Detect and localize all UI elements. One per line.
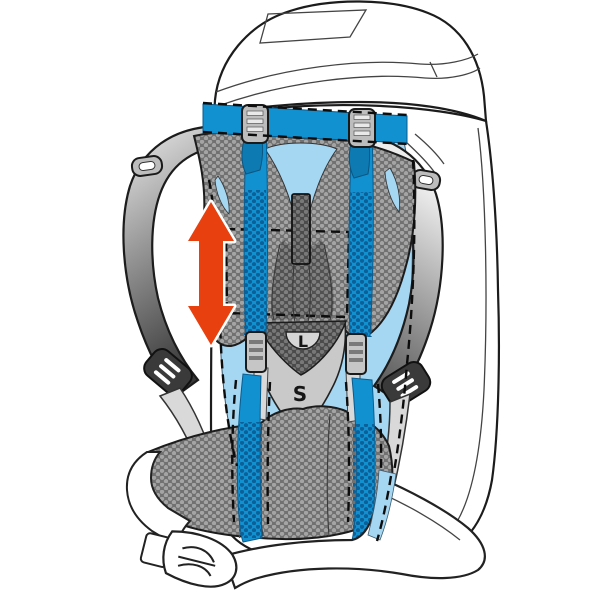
- panel-edge-dashed-right: [387, 159, 416, 501]
- strap-mesh-overlay: [239, 422, 262, 538]
- strap-mesh-overlay: [350, 192, 372, 337]
- strap-mesh-overlay: [244, 190, 266, 335]
- lid-top-panel-seam: [259, 9, 368, 44]
- strap-slot: [396, 378, 414, 391]
- buckle-ridge: [353, 130, 371, 136]
- panel-gap-teardrop-left: [214, 175, 230, 215]
- strap-slot: [159, 364, 176, 379]
- adjuster-ridge: [349, 358, 363, 362]
- strap-slot: [164, 358, 181, 373]
- adjuster-ridge: [249, 348, 263, 352]
- lobe-inner-edge-right: [323, 243, 333, 321]
- strap-stitch-right-inner: [344, 381, 351, 523]
- adjuster-ridge: [349, 350, 363, 354]
- hip-panel-sliver-dash: [375, 475, 393, 542]
- ladder-strap-guide-right: [307, 263, 311, 323]
- size-label-notch: [285, 331, 321, 350]
- hip-panel-sliver: [367, 469, 397, 541]
- buckle-ridge: [246, 126, 264, 132]
- lid-fold-seam: [429, 61, 438, 78]
- buckle-ridge: [246, 118, 264, 124]
- strap-slot: [153, 370, 171, 385]
- hip-belt-right: [222, 476, 486, 590]
- strap-adjuster-left: [245, 331, 267, 373]
- adjuster-ridge: [349, 342, 363, 346]
- band-buckle-right: [348, 108, 376, 148]
- pack-top-right-seam-1: [405, 141, 436, 174]
- strap-tip-right: [380, 361, 432, 407]
- ladder-adjustment-strap: [291, 193, 311, 265]
- lid-wavy-seam-lower: [217, 67, 481, 107]
- mesh-center-valley: [271, 238, 334, 320]
- buckle-prong-slot: [177, 563, 212, 577]
- hip-belt-left: [125, 451, 192, 547]
- size-label-large: L: [298, 332, 308, 351]
- loop-slot: [138, 160, 156, 172]
- band-strap-fold-right: [348, 143, 371, 179]
- buckle-prong-slot: [182, 546, 215, 563]
- hip-belt-buckle: [139, 530, 238, 588]
- size-label-small: S: [293, 382, 307, 406]
- pack-top-right-seam-2: [414, 133, 445, 165]
- ladder-strap-guide-left: [292, 263, 296, 323]
- strap-loop-buckle-right: [410, 168, 442, 192]
- adjuster-ridge: [249, 340, 263, 344]
- buckle-frame: [162, 530, 238, 588]
- band-strap-fold-left: [241, 139, 264, 175]
- up-down-arrow-icon: [185, 199, 237, 348]
- lumbar-seam-2: [326, 413, 331, 538]
- strap-tip-left: [143, 348, 193, 396]
- strap-slot: [400, 385, 419, 398]
- buckle-ridge: [353, 122, 371, 128]
- lobe-inner-edge-left: [271, 243, 281, 321]
- buckle-center-bar: [178, 555, 216, 567]
- lid-wavy-seam-upper: [215, 53, 479, 93]
- loop-slot: [418, 174, 434, 186]
- pack-lid: [212, 0, 488, 123]
- strap-mesh-overlay: [353, 424, 374, 540]
- strap-stitch-left-outer: [231, 379, 238, 523]
- band-buckle-left: [241, 104, 269, 144]
- band-stitch-bottom: [202, 130, 409, 146]
- panel-gap-teardrop-right: [384, 167, 400, 213]
- band-stitch-top: [202, 101, 409, 117]
- buckle-ridge: [246, 110, 264, 116]
- strap-stitch-left-inner: [266, 381, 272, 525]
- pack-side-seam: [449, 127, 487, 533]
- adjuster-ridge: [249, 356, 263, 360]
- strap-adjuster-right: [345, 333, 367, 375]
- strap-loop-buckle-left: [130, 155, 164, 177]
- buckle-ridge: [353, 114, 371, 120]
